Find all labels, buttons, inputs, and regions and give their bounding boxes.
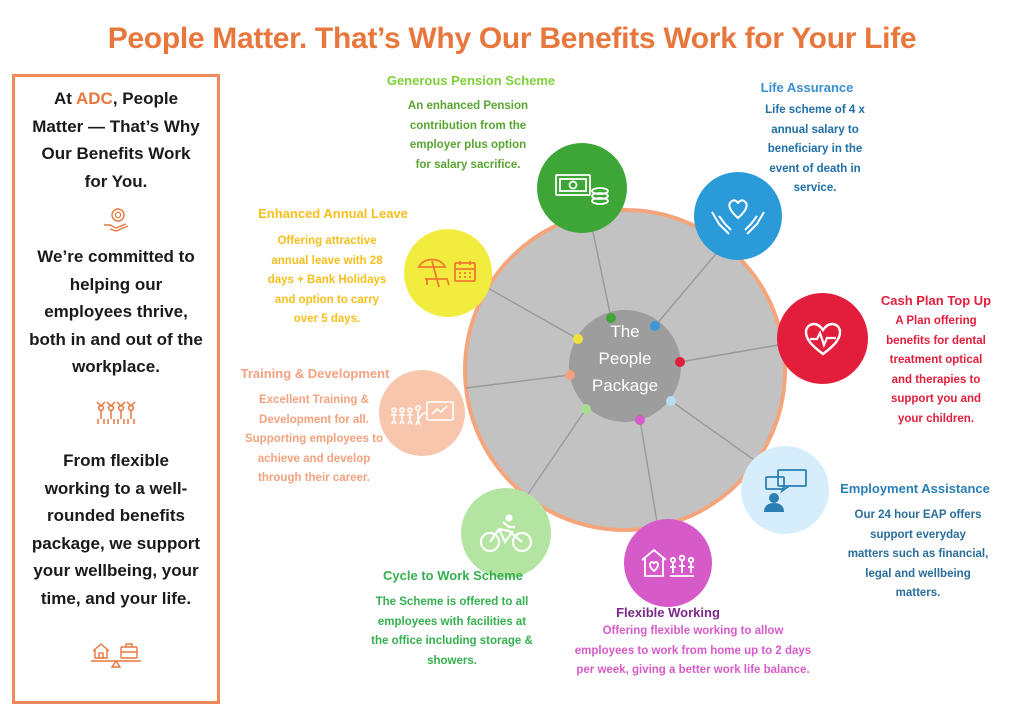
- life-assurance-circle: [694, 172, 782, 260]
- beach-calendar-icon: [417, 258, 476, 288]
- page-title: People Matter. That’s Why Our Benefits W…: [107, 22, 917, 55]
- cyclist-icon: [479, 514, 533, 553]
- pension-title: Generous Pension Scheme: [386, 73, 556, 88]
- dot-eap: [666, 396, 676, 406]
- training-circle: [379, 370, 465, 456]
- dot-cycle: [581, 404, 591, 414]
- life-assurance-title: Life Assurance: [760, 80, 854, 95]
- annual-leave-description: Offering attractive annual leave with 28…: [267, 235, 387, 325]
- employment-assistance-description: Our 24 hour EAP offers support everyday …: [847, 509, 989, 599]
- company-name: ADC: [76, 89, 113, 108]
- annual-leave-title: Enhanced Annual Leave: [258, 206, 408, 221]
- dot-leave: [573, 334, 583, 344]
- pension-description: An enhanced Pension contribution from th…: [407, 100, 529, 171]
- work-life-balance-icon: [89, 639, 143, 674]
- cash-plan-description: A Plan offering benefits for dental trea…: [886, 315, 986, 425]
- cycle-to-work-title: Cycle to Work Scheme: [383, 568, 523, 583]
- dot-flexible: [635, 415, 645, 425]
- flexible-working-circle: [624, 519, 712, 607]
- cycle-to-work-circle: [461, 488, 551, 578]
- dot-life: [650, 321, 660, 331]
- cycle-to-work-description: The Scheme is offered to all employees w…: [371, 596, 533, 667]
- commitment-text: We’re committed to helping our employees…: [29, 247, 203, 376]
- intro-panel: At ADC, People Matter — That’s Why Our B…: [12, 74, 220, 704]
- money-coins-icon: [555, 174, 609, 205]
- hand-heart-icon: [101, 207, 131, 238]
- employment-assistance-circle: [741, 446, 829, 534]
- hands-heart-icon: [711, 199, 765, 235]
- wheel-spokes: [465, 212, 785, 529]
- home-family-icon: [641, 548, 695, 577]
- presentation-icon: [391, 401, 454, 426]
- heartbeat-icon: [804, 322, 841, 356]
- people-group-icon: [94, 399, 138, 430]
- wheel-hub: [569, 310, 681, 422]
- chat-person-icon: [764, 469, 807, 512]
- people-package-label: The People Package: [591, 322, 659, 395]
- dot-pension: [606, 313, 616, 323]
- intro-heading: At ADC, People Matter — That’s Why Our B…: [32, 89, 200, 191]
- annual-leave-circle: [404, 229, 492, 317]
- support-text: From flexible working to a well- rounded…: [31, 451, 201, 608]
- employment-assistance-title: Employment Assistance: [840, 481, 990, 496]
- flexible-working-description: Offering flexible working to allow emplo…: [574, 625, 812, 676]
- dot-training: [565, 370, 575, 380]
- training-description: Excellent Training & Development for all…: [244, 394, 383, 484]
- flexible-working-title: Flexible Working: [616, 605, 720, 620]
- dot-cashplan: [675, 357, 685, 367]
- pension-circle: [537, 143, 627, 233]
- training-title: Training & Development: [240, 366, 390, 381]
- cash-plan-title: Cash Plan Top Up: [880, 293, 992, 308]
- life-assurance-description: Life scheme of 4 x annual salary to bene…: [765, 104, 865, 194]
- cash-plan-circle: [777, 293, 868, 384]
